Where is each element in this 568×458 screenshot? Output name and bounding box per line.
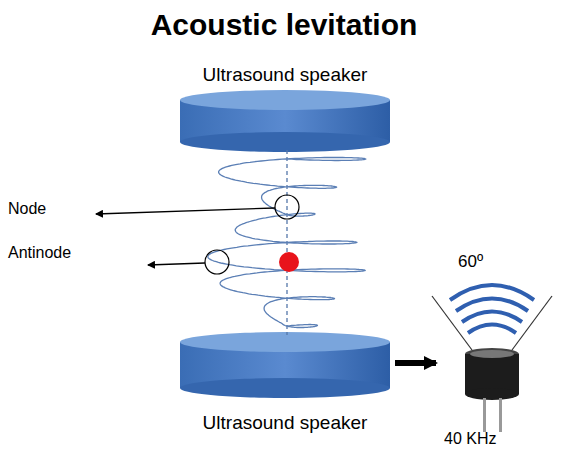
speaker-label: Ultrasound speaker: [175, 412, 395, 434]
speaker-node: Ultrasound speaker: [175, 332, 395, 444]
top-speaker: [180, 90, 390, 152]
transducer-node: 60º 40 KHz: [436, 246, 564, 452]
beam-angle: 60º: [458, 252, 483, 272]
leader-line: [148, 263, 205, 265]
callout-label: Antinode: [8, 244, 71, 262]
leader-line: [96, 208, 275, 214]
frequency-label: 40 KHz: [444, 430, 496, 448]
levitated-particle: [279, 252, 299, 272]
bottom-speaker: [180, 332, 390, 398]
node-marker: [275, 195, 299, 219]
standing-wave: [208, 158, 366, 328]
speaker-node: Ultrasound speaker: [175, 60, 395, 155]
speaker-label: Ultrasound speaker: [175, 64, 395, 86]
antinode-marker: [205, 250, 229, 274]
callout-label: Node: [8, 200, 46, 218]
title: Acoustic levitation: [0, 8, 568, 42]
connector-arrow: [395, 360, 436, 366]
ultrasonic-transducer: [432, 285, 552, 432]
